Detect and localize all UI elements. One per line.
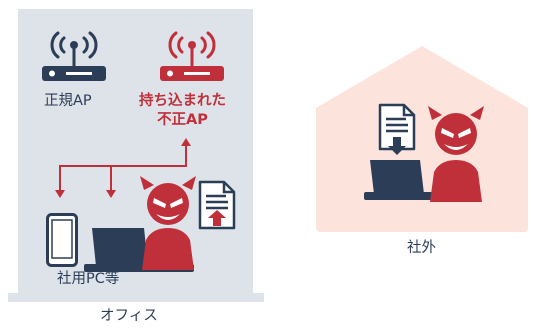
rogue-ap-icon — [160, 31, 224, 81]
office-floor — [8, 293, 264, 302]
home-document-download-icon — [378, 103, 416, 155]
devil-hacker-home-icon — [428, 106, 484, 202]
smartphone-icon — [46, 213, 78, 267]
legit-ap-label: 正規AP — [44, 93, 92, 109]
home-label: 社外 — [407, 240, 436, 256]
pc-label: 社用PC等 — [57, 271, 120, 287]
rogue-ap-label: 持ち込まれた 不正AP — [139, 92, 226, 130]
document-download-icon — [198, 180, 236, 230]
legit-ap-icon — [42, 31, 106, 81]
office-label: オフィス — [100, 308, 158, 324]
rogue-ap-label-line2: 不正AP — [157, 111, 208, 128]
rogue-ap-label-line1: 持ち込まれた — [139, 93, 226, 109]
devil-hacker-office-icon — [140, 176, 196, 270]
